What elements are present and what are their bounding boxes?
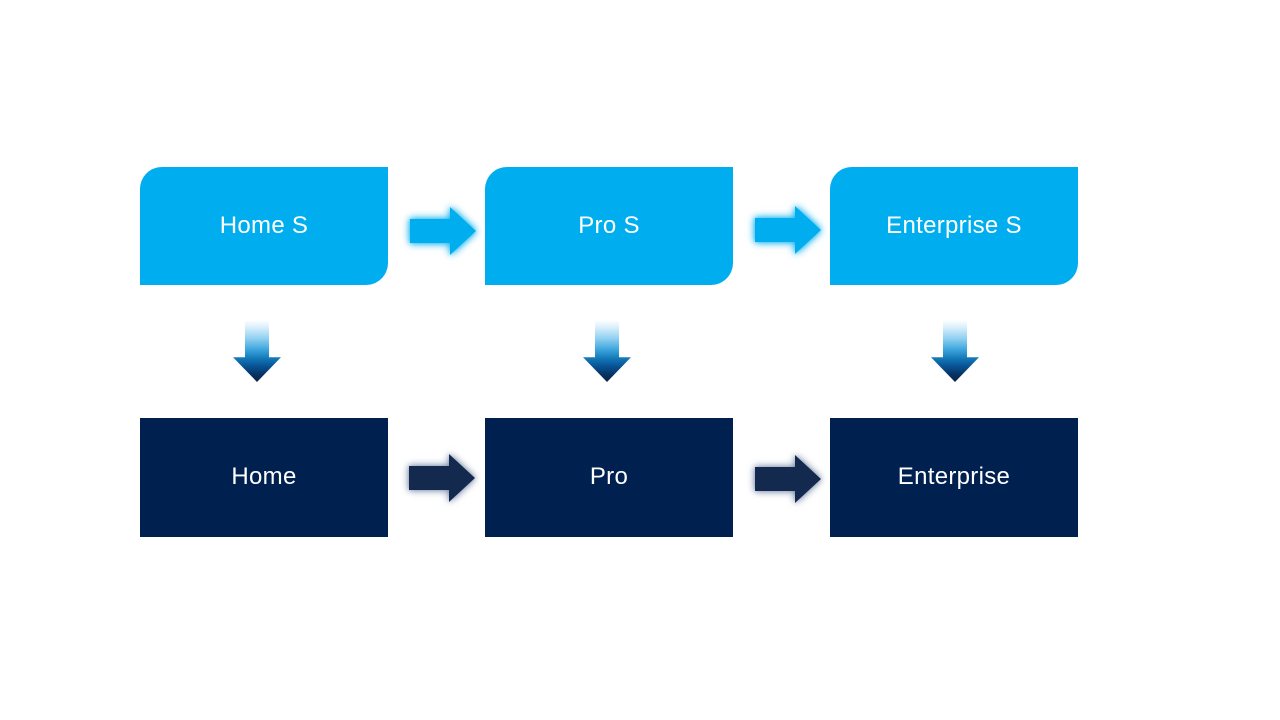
- right-arrow-shape: [755, 455, 821, 503]
- right-arrow-shape: [409, 454, 475, 502]
- bottom-box-enterprise-label: Enterprise: [897, 463, 1011, 491]
- top-box-pro-s-label: Pro S: [578, 211, 640, 239]
- bottom-box-pro-label: Pro: [589, 463, 629, 491]
- down-arrow-icon-2: [583, 320, 631, 382]
- right-arrow-icon-top-1: [410, 207, 476, 255]
- top-box-home-s: Home S: [140, 167, 388, 285]
- top-box-pro-s: Pro S: [485, 167, 733, 285]
- bottom-box-home: Home: [140, 418, 388, 537]
- down-arrow-icon-3: [931, 320, 979, 382]
- right-arrow-icon-bottom-1: [409, 454, 475, 502]
- top-box-enterprise-s: Enterprise S: [830, 167, 1078, 285]
- down-arrow-icon-1: [233, 320, 281, 382]
- right-arrow-icon-top-2: [755, 206, 821, 254]
- bottom-box-pro: Pro: [485, 418, 733, 537]
- right-arrow-shape: [410, 207, 476, 255]
- right-arrow-shape: [755, 206, 821, 254]
- top-box-enterprise-s-label: Enterprise S: [886, 211, 1022, 239]
- bottom-box-home-label: Home: [231, 463, 297, 491]
- top-box-home-s-label: Home S: [219, 211, 309, 239]
- bottom-box-enterprise: Enterprise: [830, 418, 1078, 537]
- right-arrow-icon-bottom-2: [755, 455, 821, 503]
